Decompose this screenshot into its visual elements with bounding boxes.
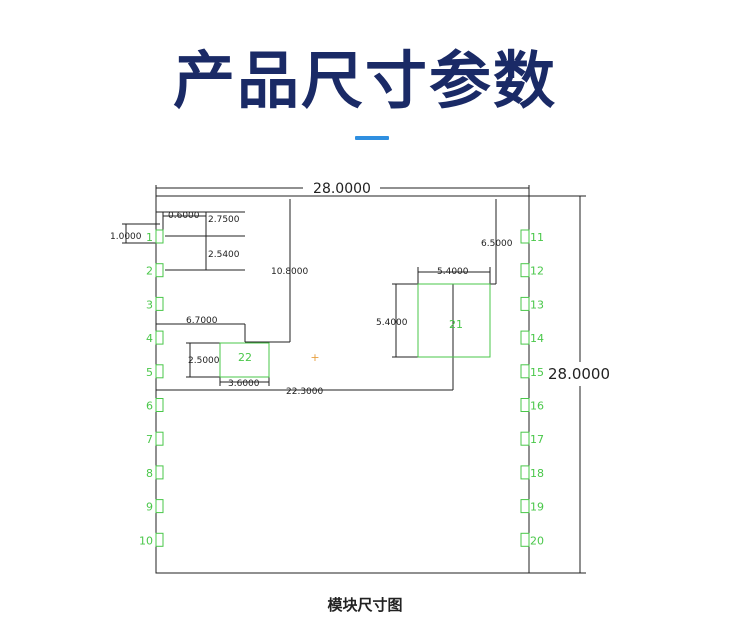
pad-15 (520, 364, 530, 379)
pad-label-5: 5 (146, 366, 153, 379)
dim-label-5_4-v: 5.4000 (376, 318, 408, 328)
pad-4 (155, 330, 164, 345)
pad-21-label: 21 (449, 318, 463, 331)
pad-label-9: 9 (146, 501, 153, 514)
pad-20 (520, 532, 530, 547)
pad-label-17: 17 (530, 433, 544, 446)
pad-16 (520, 398, 530, 412)
pad-label-15: 15 (530, 366, 544, 379)
pad-5 (155, 364, 164, 379)
pad-12 (520, 263, 530, 278)
accent-bar (355, 136, 389, 140)
pad-label-18: 18 (530, 467, 544, 480)
diagram-caption: 模块尺寸图 (327, 596, 403, 614)
pad-3 (155, 296, 164, 311)
pad-17 (520, 431, 530, 446)
right-pad-column: 11 12 13 14 15 16 17 18 19 20 (520, 229, 544, 547)
pad-label-7: 7 (146, 433, 153, 446)
dim-label-1_0: 1.0000 (110, 232, 142, 242)
pad-label-2: 2 (146, 265, 153, 278)
pad-label-14: 14 (530, 332, 544, 345)
dim-label-5_4-h: 5.4000 (437, 267, 469, 277)
dim-label-10_8: 10.8000 (271, 267, 308, 277)
pad-label-1: 1 (146, 231, 153, 244)
pad-label-8: 8 (146, 467, 153, 480)
page-title: 产品尺寸参数 (172, 44, 557, 117)
pad-7 (155, 431, 164, 446)
dim-label-6_7: 6.7000 (186, 316, 218, 326)
dim-label-2_5: 2.5000 (188, 356, 220, 366)
pad-6 (155, 398, 164, 412)
pad-label-16: 16 (530, 400, 544, 413)
pad-22-label: 22 (238, 351, 252, 364)
pad-label-10: 10 (139, 534, 153, 547)
origin-marker: + (310, 351, 319, 364)
pad-11 (520, 229, 530, 244)
pad-label-3: 3 (146, 298, 153, 311)
pad-22 (219, 342, 270, 378)
pad-label-13: 13 (530, 298, 544, 311)
dim-label-2_54: 2.5400 (208, 250, 240, 260)
pad-9 (155, 499, 164, 514)
pad-13 (520, 296, 530, 311)
dim-label-6_5: 6.5000 (481, 239, 513, 249)
pad-label-19: 19 (530, 501, 544, 514)
pad-2 (155, 263, 164, 278)
pad-21 (417, 283, 491, 358)
pad-label-20: 20 (530, 534, 544, 547)
module-outline (155, 195, 530, 574)
pad-8 (155, 465, 164, 480)
pad-14 (520, 330, 530, 345)
pad-1 (155, 229, 164, 244)
pad-label-11: 11 (530, 231, 544, 244)
pad-label-4: 4 (146, 332, 153, 345)
pad-10 (155, 532, 164, 547)
width-label: 28.0000 (313, 181, 371, 197)
left-pad-column: 1 2 3 4 5 6 7 8 9 10 (139, 229, 164, 547)
height-label: 28.0000 (548, 365, 610, 383)
dim-label-0_6: 0.6000 (168, 211, 200, 221)
pad-18 (520, 465, 530, 480)
dim-label-2_75: 2.7500 (208, 215, 240, 225)
pad-label-12: 12 (530, 265, 544, 278)
dim-label-22_3: 22.3000 (286, 387, 323, 397)
dim-label-3_6: 3.6000 (228, 379, 260, 389)
pad-label-6: 6 (146, 400, 153, 413)
pad-19 (520, 499, 530, 514)
